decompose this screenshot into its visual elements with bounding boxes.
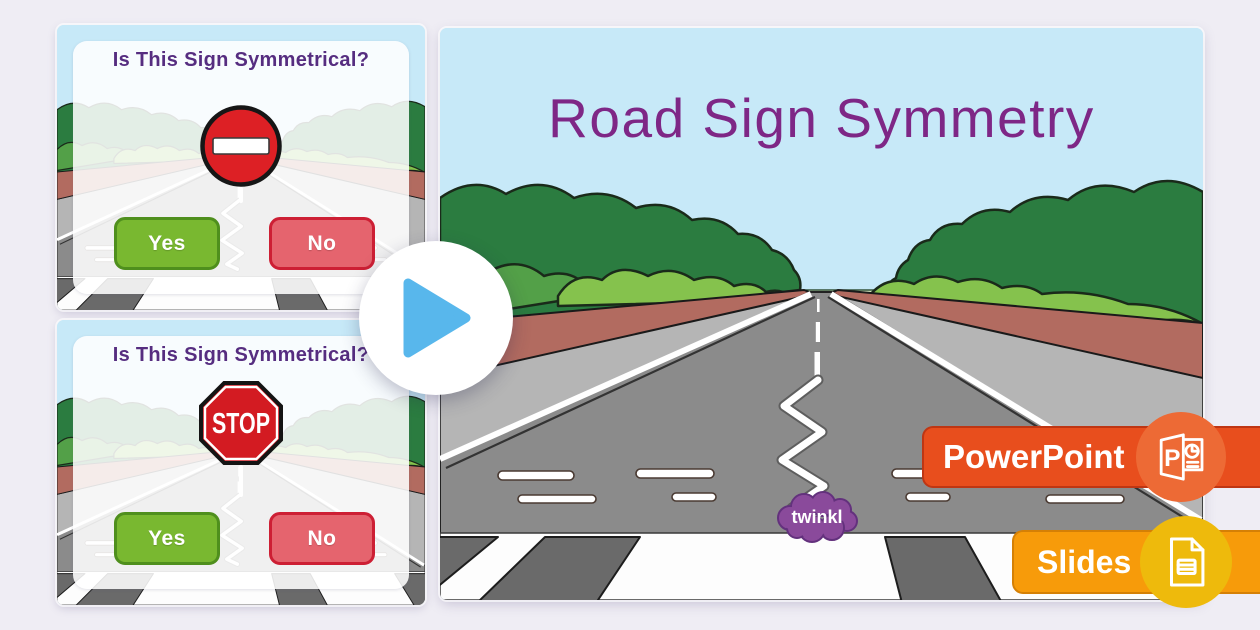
powerpoint-icon-letter: P <box>1164 445 1180 472</box>
play-icon <box>403 278 471 358</box>
twinkl-logo: twinkl <box>770 490 864 546</box>
no-button-label: No <box>307 526 337 550</box>
slide-thumbnail-1[interactable]: Is This Sign Symmetrical? Yes No <box>57 25 425 310</box>
slide-thumbnail-2[interactable]: Is This Sign Symmetrical? STOP Yes No <box>57 320 425 605</box>
stop-sign: STOP <box>198 380 284 466</box>
slide-title: Road Sign Symmetry <box>548 87 1095 149</box>
yes-button-label: Yes <box>148 231 186 255</box>
sign-pole <box>239 465 243 497</box>
play-button[interactable] <box>359 241 513 395</box>
no-button-label: No <box>307 231 337 255</box>
no-button[interactable]: No <box>269 512 375 565</box>
powerpoint-icon[interactable]: P <box>1136 412 1226 502</box>
twinkl-logo-text: twinkl <box>791 507 842 527</box>
google-slides-icon[interactable] <box>1140 516 1232 608</box>
main-slide-preview[interactable]: Road Sign Symmetry twinkl <box>440 28 1203 600</box>
road-scene-background <box>440 28 1203 600</box>
no-button[interactable]: No <box>269 217 375 270</box>
yes-button[interactable]: Yes <box>114 217 220 270</box>
question-text: Is This Sign Symmetrical? <box>112 344 370 366</box>
google-slides-badge-label: Slides <box>1037 543 1132 580</box>
no-entry-sign <box>199 104 283 188</box>
sign-pole <box>239 187 243 203</box>
stop-sign-label: STOP <box>212 408 270 440</box>
yes-button[interactable]: Yes <box>114 512 220 565</box>
yes-button-label: Yes <box>148 526 186 550</box>
powerpoint-badge-label: PowerPoint <box>943 438 1125 475</box>
question-text: Is This Sign Symmetrical? <box>112 49 370 71</box>
